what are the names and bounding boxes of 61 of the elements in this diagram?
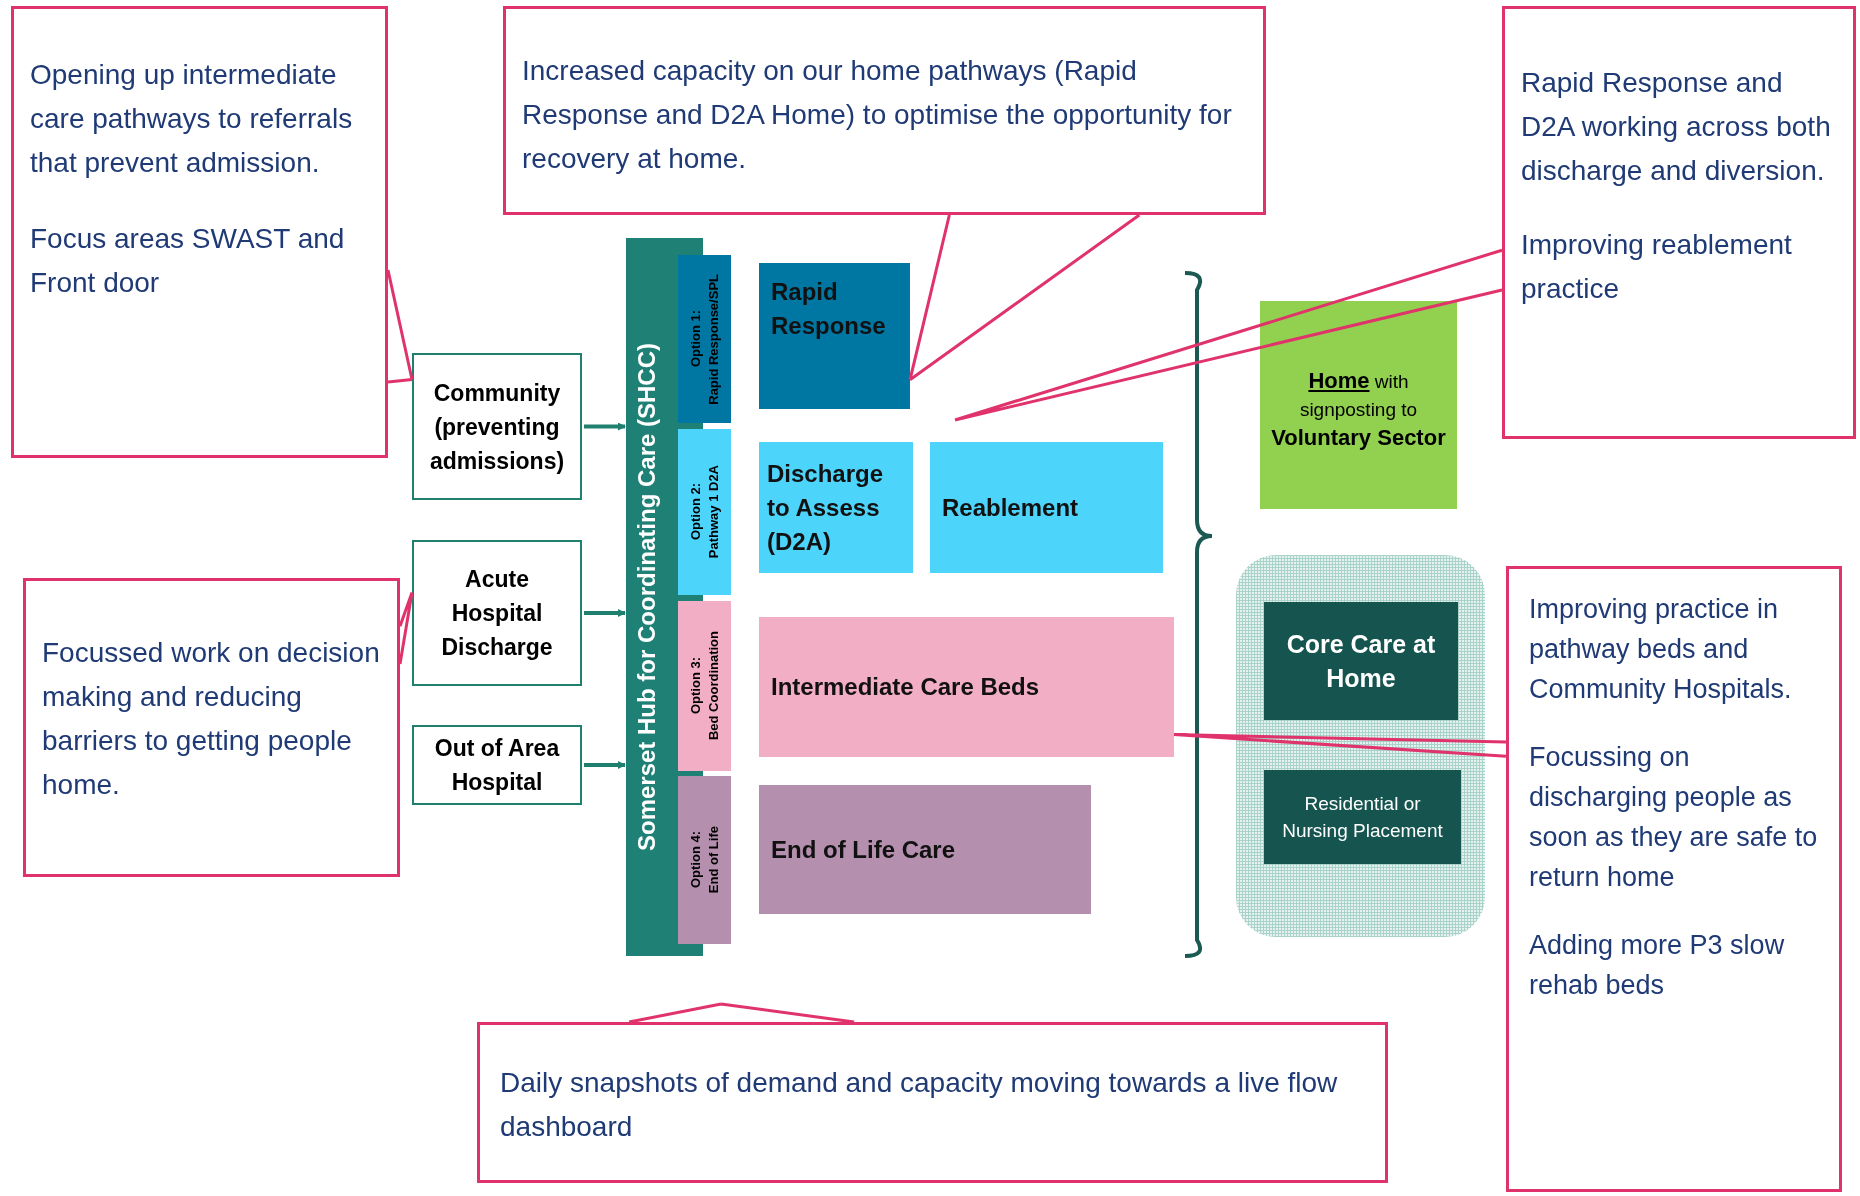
arrow: [584, 609, 626, 617]
callout-text: Opening up intermediate care pathways to referrals that prevent admission.: [30, 58, 354, 180]
callout-text: Increased capacity on our home pathways (Rapid Response and D2A Home) to optimise the opportunity for recovery at home.: [522, 54, 1233, 176]
callout-pointer: [908, 213, 1141, 382]
callout-box: [11, 6, 388, 458]
source-label: Out of Area Hospital: [433, 734, 561, 797]
option-strip: [678, 429, 731, 595]
service-box: [1260, 301, 1457, 509]
callout-text: Focussed work on decision making and reducing barriers to getting people home.: [42, 636, 381, 802]
option-strip: [678, 776, 731, 944]
callout-text: Rapid Response and D2A working across both discharge and diversion.: [1521, 66, 1832, 188]
hub-label: Somerset Hub for Coordinating Care (SHCC): [632, 343, 661, 851]
callout-text: Focussing on discharging people as soon as they are safe to return home: [1529, 741, 1819, 894]
option-label: Option 4:: [687, 831, 704, 889]
option-strip: [678, 255, 731, 423]
option-label: Option 2:: [687, 483, 704, 541]
callout-box: [23, 578, 400, 877]
callout-text: Daily snapshots of demand and capacity moving towards a live flow dashboard: [500, 1066, 1339, 1144]
callout-text: Adding more P3 slow rehab beds: [1529, 929, 1786, 1002]
option-label: Option 3:: [687, 657, 704, 715]
callout-text: Improving reablement practice: [1521, 228, 1793, 306]
pathway-box: [759, 442, 913, 573]
pathway-label: End of Life Care: [771, 834, 956, 865]
pathway-box: [930, 442, 1163, 573]
callout-pointer: [1172, 733, 1508, 758]
source-box: [412, 353, 582, 500]
service-group-panel: [1236, 555, 1485, 937]
arrow: [584, 761, 626, 769]
service-box: [1264, 770, 1461, 864]
option-label: Pathway 1 D2A: [705, 465, 722, 559]
pathway-box: [759, 263, 910, 409]
pathway-box: [759, 617, 1174, 757]
service-label: Residential or Nursing Placement: [1281, 792, 1444, 843]
callout-text: Improving practice in pathway beds and Community Hospitals.: [1529, 593, 1793, 706]
callout-pointer: [386, 268, 414, 384]
callout-pointer: [953, 248, 1504, 422]
callout-box: [503, 6, 1266, 215]
arrow: [584, 422, 626, 431]
service-label: Core Care at Home: [1285, 629, 1437, 694]
pathway-label: Reablement: [942, 492, 1079, 523]
service-box: [1264, 602, 1458, 720]
callout-pointer: [627, 1002, 856, 1024]
pathway-box: [759, 785, 1091, 914]
source-label: Acute Hospital Discharge: [440, 565, 554, 662]
source-box: [412, 540, 582, 686]
callout-box: [1502, 6, 1856, 439]
callout-pointer: [398, 591, 414, 666]
option-label: Option 1:: [687, 310, 704, 368]
option-strip: [678, 601, 731, 771]
pathway-label: Intermediate Care Beds: [771, 672, 1040, 702]
option-label: End of Life: [705, 826, 722, 894]
callout-box: [1506, 566, 1842, 1192]
source-box: [412, 725, 582, 805]
callout-text: Focus areas SWAST and Front door: [30, 222, 346, 300]
source-label: Community (preventing admissions): [428, 378, 566, 476]
callout-box: [477, 1022, 1388, 1183]
option-label: Bed Coordination: [705, 631, 722, 741]
pathway-label: Discharge to Assess (D2A): [767, 458, 885, 557]
option-label: Rapid Response/SPL: [705, 273, 722, 405]
service-label: Home with signposting to Voluntary Sector: [1270, 367, 1447, 452]
pathway-label: Rapid Response: [771, 277, 887, 341]
